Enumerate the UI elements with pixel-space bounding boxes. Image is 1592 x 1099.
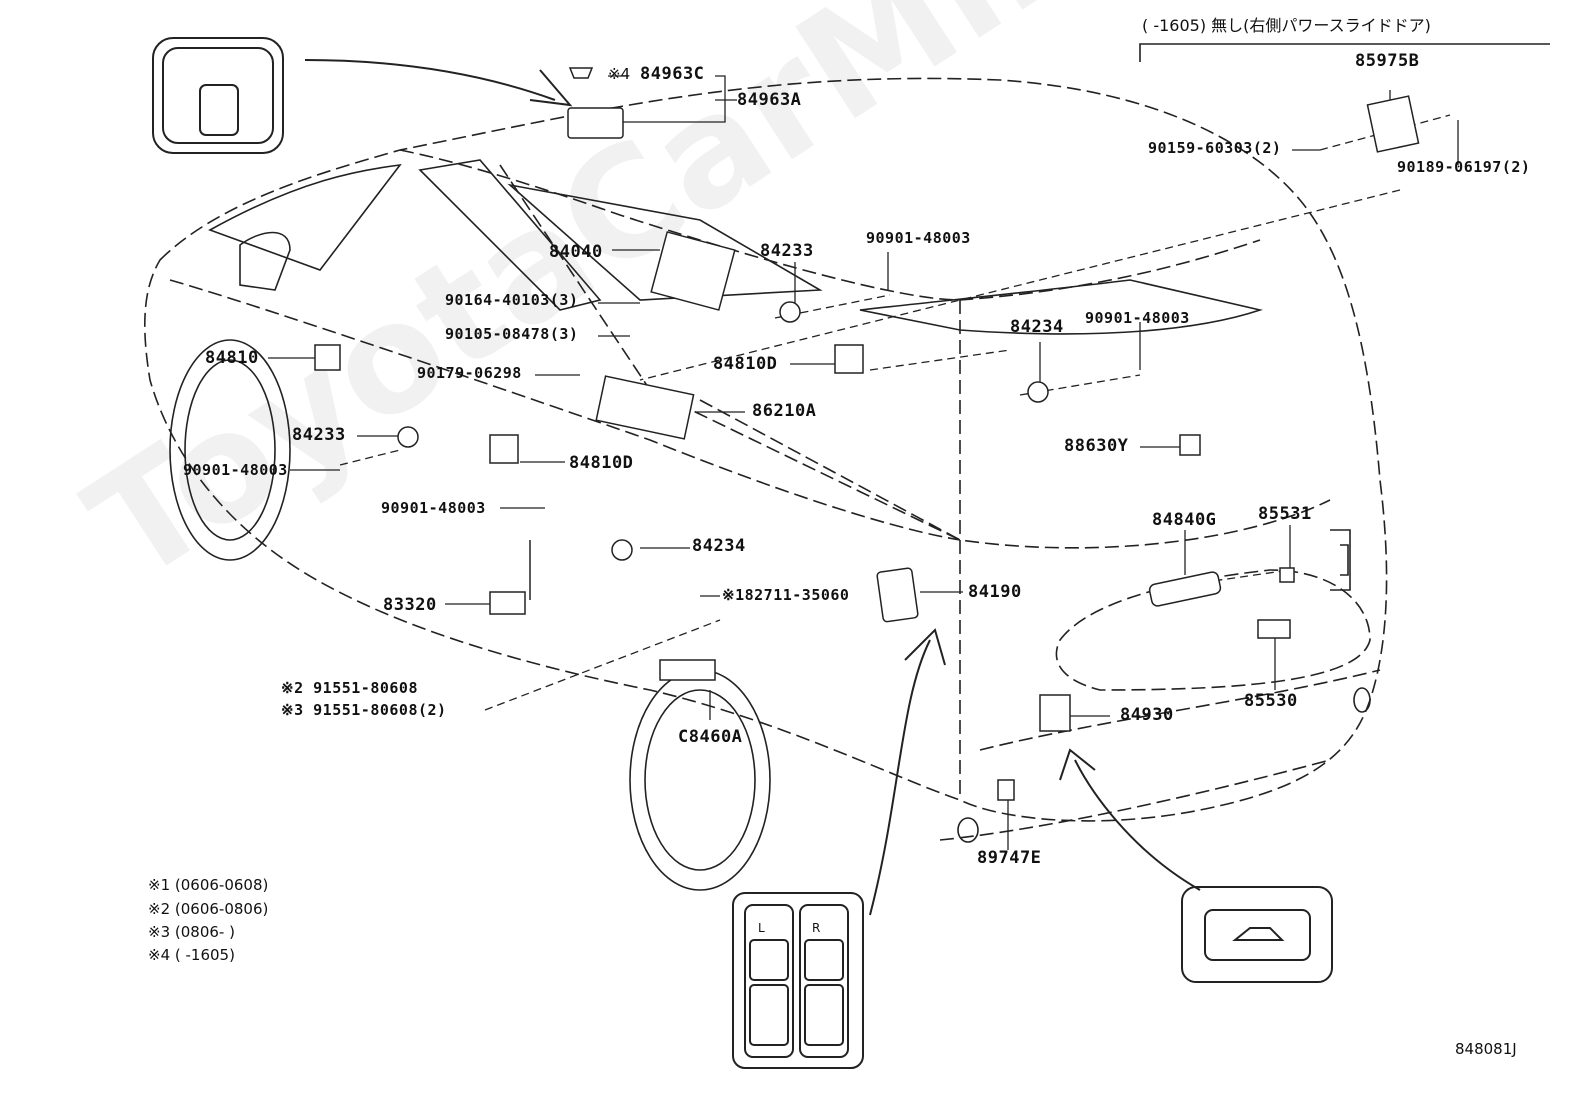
side-mirror: [239, 231, 291, 291]
part-85975B: [1366, 95, 1420, 153]
part-84810D-top: [834, 344, 864, 374]
note-2: ※2 (0606-0806): [148, 900, 269, 918]
label-84810D-low[interactable]: 84810D: [569, 453, 634, 473]
label-85975B[interactable]: 85975B: [1355, 51, 1420, 71]
part-84190: [876, 567, 919, 623]
label-83320[interactable]: 83320: [383, 595, 437, 615]
label-91551-80608-3[interactable]: ※3 91551-80608(2): [281, 701, 447, 719]
part-85530: [1257, 619, 1291, 639]
parts: [314, 67, 1420, 801]
note-4: ※4 ( -1605): [148, 946, 235, 964]
mark-84963C: ※4: [608, 65, 631, 83]
car-body: [144, 77, 1388, 841]
label-90164-40103[interactable]: 90164-40103(3): [445, 291, 579, 309]
wheels: [169, 339, 1371, 891]
part-84040: [650, 231, 736, 311]
diagram-code: 848081J: [1455, 1040, 1517, 1058]
label-84840G[interactable]: 84840G: [1152, 510, 1217, 530]
label-182711-35060[interactable]: ※182711-35060: [722, 586, 850, 604]
label-84234-mid[interactable]: 84234: [692, 536, 746, 556]
label-84963A[interactable]: 84963A: [737, 90, 802, 110]
label-84233-left[interactable]: 84233: [292, 425, 346, 445]
label-84190[interactable]: 84190: [968, 582, 1022, 602]
switch-label-right: R: [812, 921, 821, 935]
label-90901-48003-a[interactable]: 90901-48003: [866, 229, 971, 247]
part-85531: [1279, 567, 1295, 583]
label-88630Y[interactable]: 88630Y: [1064, 436, 1129, 456]
part-88630Y: [1179, 434, 1201, 456]
label-90901-48003-b[interactable]: 90901-48003: [1085, 309, 1190, 327]
part-84233-left: [397, 426, 419, 448]
label-90901-48003-c[interactable]: 90901-48003: [183, 461, 288, 479]
part-83320: [489, 591, 526, 615]
inset-seat-switches: [732, 892, 864, 1069]
label-90901-48003-d[interactable]: 90901-48003: [381, 499, 486, 517]
label-85531[interactable]: 85531: [1258, 504, 1312, 524]
part-89747E: [997, 779, 1015, 801]
label-84234-right[interactable]: 84234: [1010, 317, 1064, 337]
label-86210A[interactable]: 86210A: [752, 401, 817, 421]
label-90179-06298[interactable]: 90179-06298: [417, 364, 522, 382]
callout-arrows: [304, 59, 1201, 916]
part-84810: [314, 344, 341, 371]
part-84234-mid: [611, 539, 633, 561]
part-84963A: [567, 107, 624, 139]
part-C8460A: [659, 659, 716, 681]
label-84040[interactable]: 84040: [549, 242, 603, 262]
label-84810D-top[interactable]: 84810D: [713, 354, 778, 374]
windows: [208, 159, 1263, 335]
label-91551-80608-2[interactable]: ※2 91551-80608: [281, 679, 418, 697]
label-90189-06197[interactable]: 90189-06197(2): [1397, 158, 1531, 176]
switch-label-left: L: [758, 921, 765, 935]
label-90159-60303[interactable]: 90159-60303(2): [1148, 139, 1282, 157]
header-bracket: [1139, 43, 1550, 62]
part-84840G: [1148, 571, 1222, 607]
label-84930[interactable]: 84930: [1120, 705, 1174, 725]
note-1: ※1 (0606-0608): [148, 876, 269, 894]
leader-lines: [268, 75, 1459, 850]
inset-roof-switch: [152, 37, 284, 154]
inset-backdoor-switch: [1181, 886, 1333, 983]
label-85530[interactable]: 85530: [1244, 691, 1298, 711]
part-84810D-low: [489, 434, 519, 464]
part-84234-right: [1027, 381, 1049, 403]
label-84963C[interactable]: 84963C: [640, 64, 705, 84]
header-note: ( -1605) 無し(右側パワースライドドア): [1142, 16, 1431, 35]
part-84963C: [568, 67, 594, 79]
label-90105-08478[interactable]: 90105-08478(3): [445, 325, 579, 343]
label-84810[interactable]: 84810: [205, 348, 259, 368]
label-84233-top[interactable]: 84233: [760, 241, 814, 261]
label-C8460A[interactable]: C8460A: [678, 727, 743, 747]
part-84233-top: [779, 301, 801, 323]
note-3: ※3 (0806- ): [148, 923, 235, 941]
part-84930: [1039, 694, 1071, 732]
label-89747E[interactable]: 89747E: [977, 848, 1042, 868]
part-86210A: [595, 375, 695, 440]
